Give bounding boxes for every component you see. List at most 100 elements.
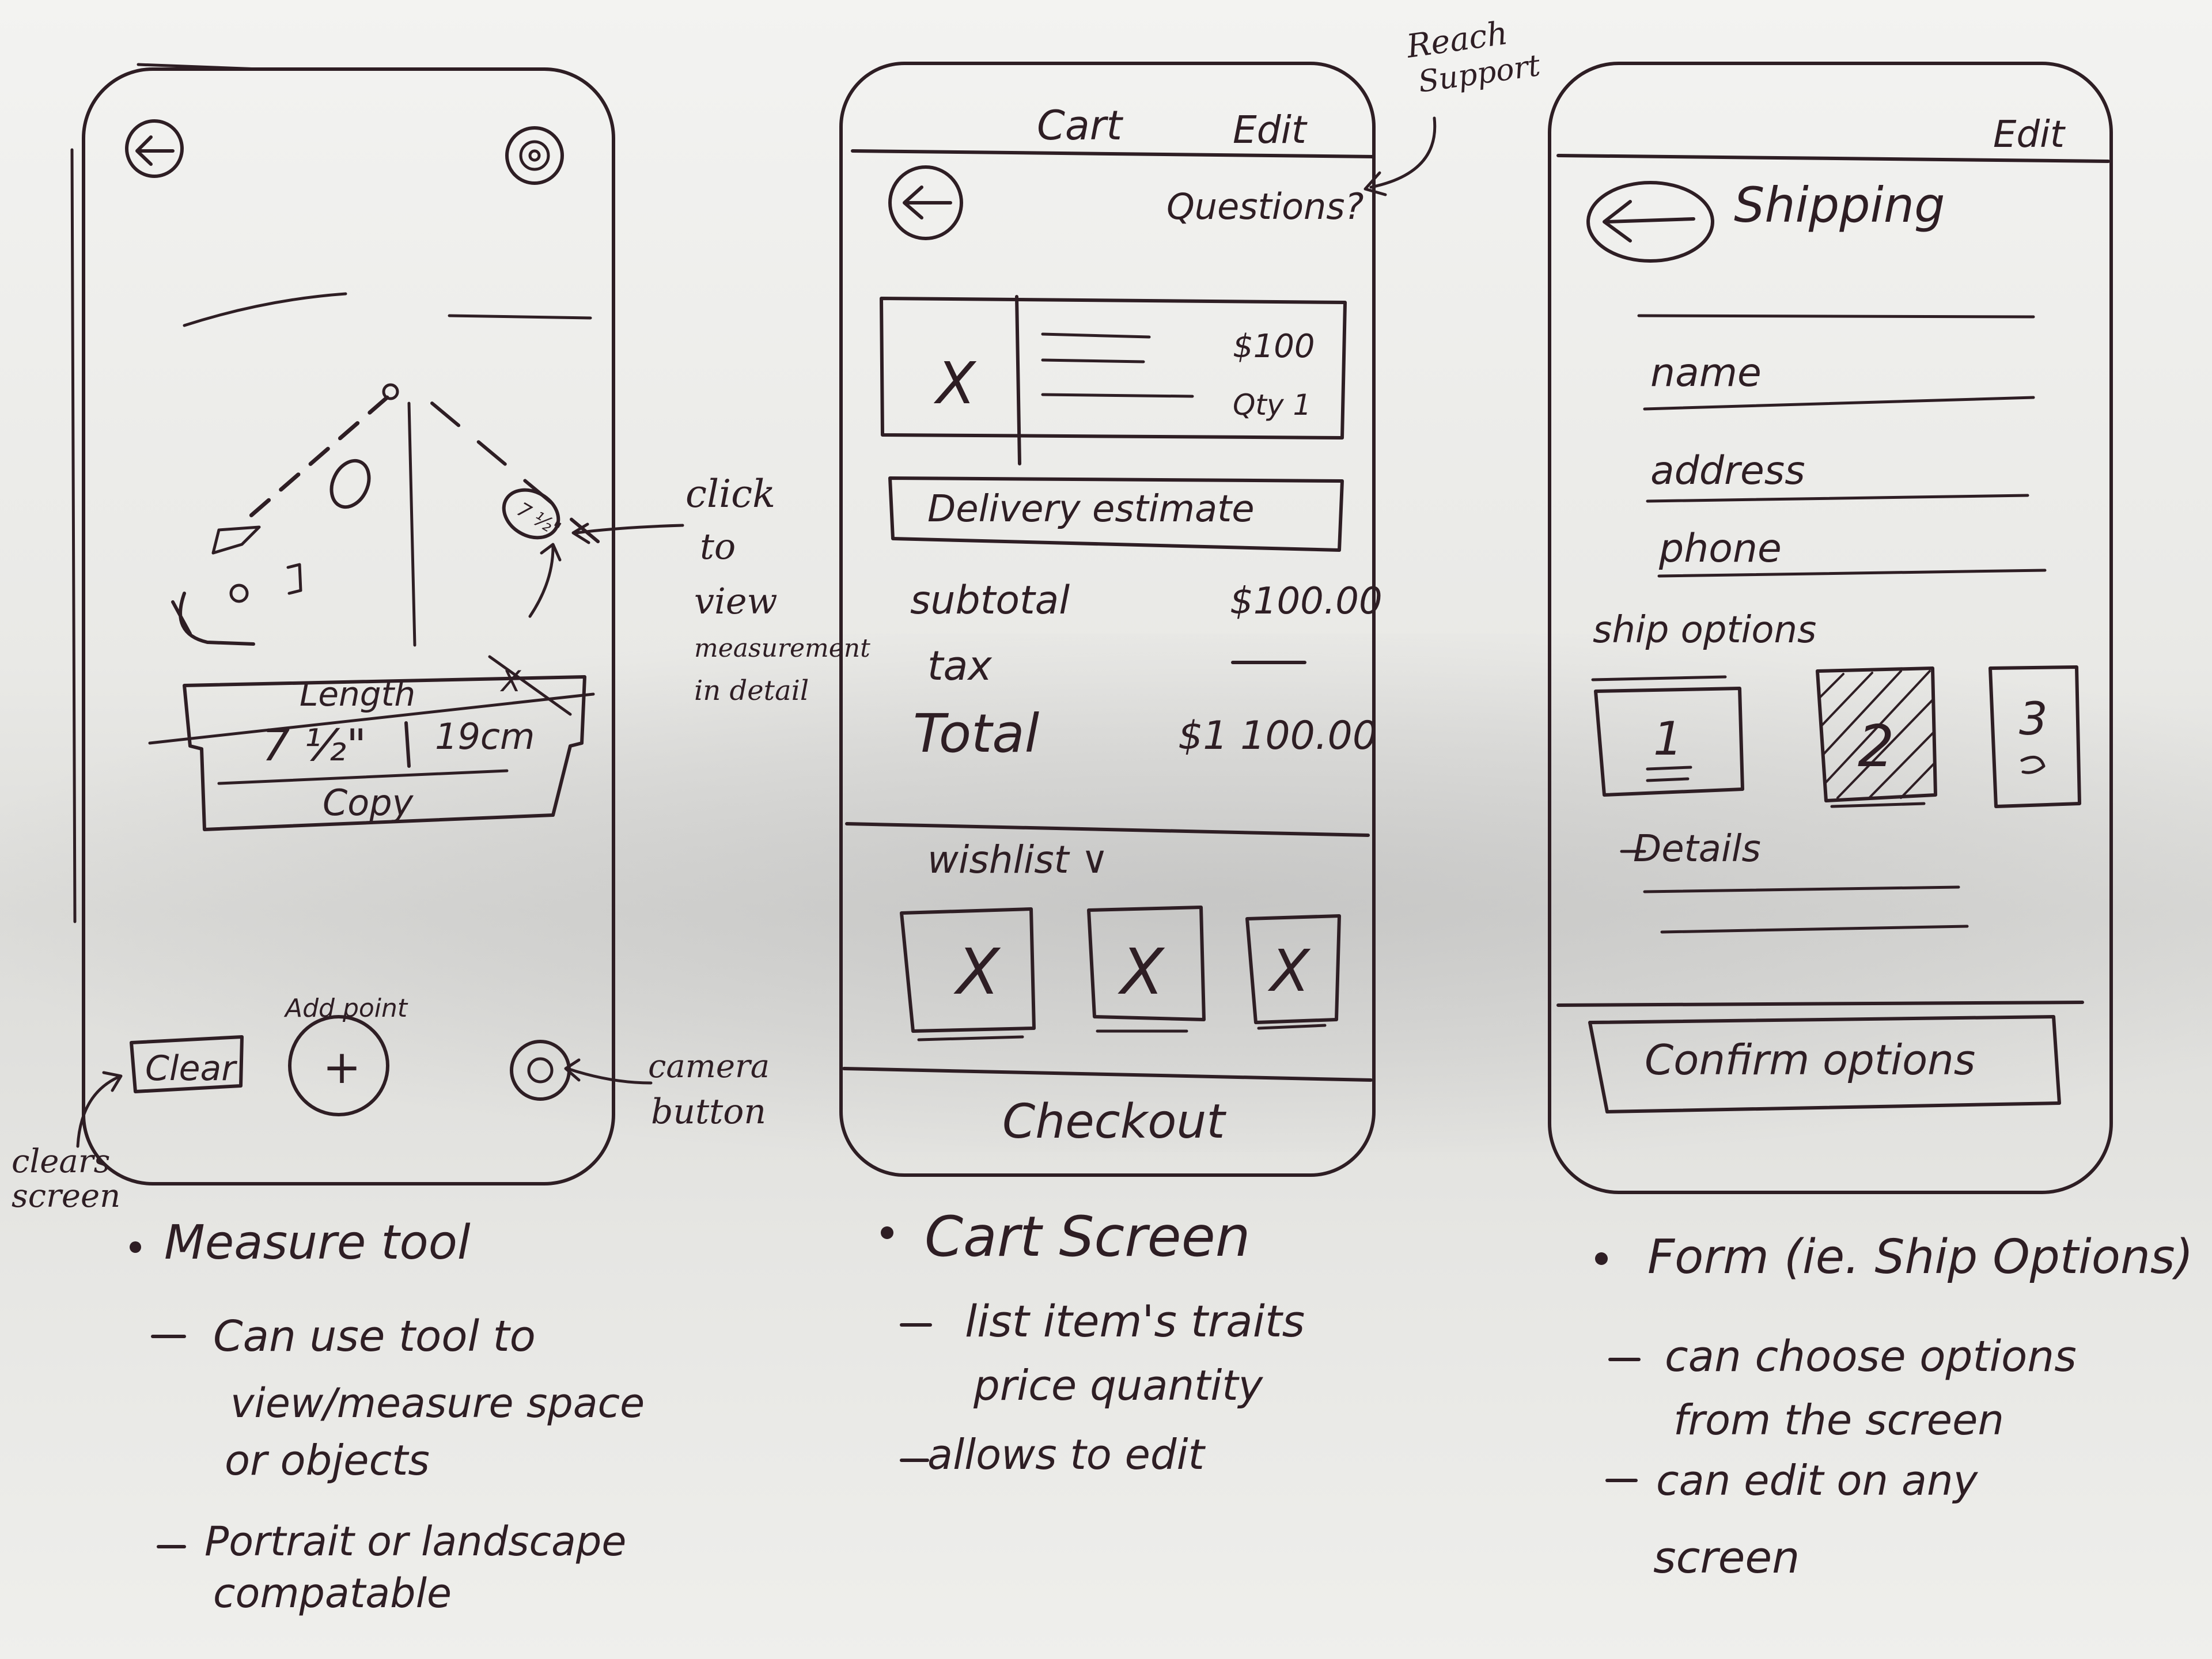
shipping-notes: Form (ie. Ship Options) can choose optio… — [1595, 1230, 2194, 1583]
name-field-label: name — [1650, 350, 1762, 396]
item-image-placeholder: X — [933, 350, 977, 417]
measure-back-button[interactable] — [125, 119, 184, 178]
svg-text:list item's traits: list item's traits — [965, 1296, 1305, 1347]
cart-notes-title: Cart Screen — [925, 1205, 1251, 1269]
clear-button[interactable]: Clear — [130, 1035, 244, 1093]
item-price: $100 — [1233, 328, 1315, 365]
svg-text:compatable: compatable — [213, 1570, 452, 1617]
measure-settings-button[interactable] — [505, 126, 564, 185]
back-arrow-icon — [135, 135, 175, 166]
cart-totals: subtotal $100.00 tax Total $1 100.00 — [910, 578, 1382, 764]
svg-text:measurement: measurement — [694, 634, 870, 663]
measure-screen: 7 ½" Length X 7 ½" 19cm Copy Add point +… — [12, 63, 870, 1617]
length-label: Length — [300, 675, 415, 714]
settings-icon — [505, 126, 564, 185]
checkout-button[interactable]: Checkout — [1002, 1094, 1226, 1149]
shipping-screen: Edit Shipping name address phone ship op… — [1548, 62, 2194, 1583]
svg-text:X: X — [1118, 935, 1165, 1009]
svg-text:click: click — [685, 472, 775, 516]
details-toggle[interactable]: Details — [1633, 828, 1761, 870]
length-close-button[interactable]: X — [499, 665, 522, 698]
svg-text:clears: clears — [12, 1143, 110, 1180]
measure-dot-icon — [329, 459, 371, 509]
rotate-icon — [171, 592, 255, 646]
name-field[interactable]: name — [1643, 350, 2035, 411]
camera-button[interactable] — [510, 1040, 571, 1101]
wishlist-toggle[interactable]: wishlist ∨ — [927, 838, 1109, 882]
copy-button[interactable]: Copy — [323, 782, 414, 824]
add-button-glyph: + — [323, 1040, 361, 1094]
svg-text:screen: screen — [1653, 1532, 1800, 1583]
delivery-estimate[interactable]: Delivery estimate — [888, 476, 1344, 552]
measurement-canvas[interactable]: 7 ½" — [171, 383, 607, 647]
length-inches-value: 7 ½" — [262, 719, 366, 771]
back-arrow-icon — [903, 185, 952, 219]
measure-notes: Measure tool Can use tool to view/measur… — [130, 1215, 645, 1617]
svg-text:can choose options: can choose options — [1665, 1332, 2077, 1381]
svg-text:2: 2 — [1858, 713, 1895, 780]
ship-option-2-selected[interactable]: 2 — [1816, 666, 1937, 808]
svg-text:X: X — [953, 935, 1001, 1009]
camera-annotation: camera button — [648, 1048, 770, 1132]
shipping-back-button[interactable] — [1586, 181, 1714, 263]
svg-text:from the screen: from the screen — [1673, 1396, 2004, 1444]
cart-notes: Cart Screen list item's traits price qua… — [881, 1205, 1305, 1479]
cart-back-button[interactable] — [888, 165, 963, 240]
measurement-bubble-icon[interactable] — [495, 480, 567, 547]
svg-text:screen: screen — [12, 1177, 120, 1215]
wishlist-item[interactable]: X — [1087, 906, 1206, 1033]
address-field-label: address — [1650, 448, 1805, 494]
svg-text:to: to — [700, 525, 736, 567]
click-annotation: click to view measurement in detail — [685, 472, 870, 707]
svg-text:view: view — [694, 580, 778, 622]
svg-text:view/measure space: view/measure space — [230, 1380, 645, 1427]
questions-link[interactable]: Questions? — [1166, 185, 1364, 228]
back-circle-icon — [1586, 181, 1714, 263]
svg-text:X: X — [1267, 937, 1311, 1005]
address-field[interactable]: address — [1646, 448, 2029, 503]
wishlist-item[interactable]: X — [900, 907, 1036, 1041]
subtotal-value: $100.00 — [1230, 580, 1382, 623]
length-cm-value: 19cm — [435, 715, 535, 757]
phone-field[interactable]: phone — [1657, 526, 2047, 578]
tax-label: tax — [927, 642, 992, 690]
confirm-options-label: Confirm options — [1645, 1036, 1975, 1084]
measure-notes-title: Measure tool — [164, 1215, 471, 1270]
cart-item-card[interactable]: X $100 Qty 1 — [880, 295, 1347, 465]
cart-tab[interactable]: Cart — [1037, 102, 1124, 149]
back-arrow-icon — [1603, 200, 1695, 243]
clear-button-label: Clear — [145, 1048, 237, 1089]
svg-text:in detail: in detail — [694, 675, 809, 707]
svg-text:camera: camera — [648, 1048, 770, 1085]
total-label: Total — [913, 703, 1040, 764]
measure-phone-frame — [82, 67, 615, 1185]
svg-text:price quantity: price quantity — [973, 1361, 1264, 1410]
cart-screen: Cart Edit Questions? Reach Support X $10… — [839, 14, 1543, 1479]
ship-option-3[interactable]: 3 — [1988, 665, 2081, 808]
svg-text:Can use tool to: Can use tool to — [213, 1312, 536, 1361]
shipping-phone-frame — [1548, 62, 2113, 1194]
back-circle-icon — [125, 119, 184, 178]
cart-phone-frame — [839, 62, 1376, 1177]
ship-option-1[interactable]: 1 — [1591, 675, 1744, 797]
ship-options-label: ship options — [1593, 609, 1816, 652]
shipping-notes-title: Form (ie. Ship Options) — [1647, 1230, 2194, 1285]
reach-support-annotation: Reach Support — [1404, 14, 1543, 100]
add-circle-icon — [288, 1015, 389, 1116]
add-point-button[interactable]: + — [288, 1015, 389, 1116]
total-value: $1 100.00 — [1178, 713, 1377, 759]
delivery-estimate-label: Delivery estimate — [927, 488, 1255, 531]
subtotal-label: subtotal — [910, 578, 1070, 623]
svg-text:Portrait or landscape: Portrait or landscape — [204, 1518, 626, 1565]
svg-text:3: 3 — [2019, 694, 2048, 745]
cart-edit-tab[interactable]: Edit — [1233, 108, 1308, 152]
svg-text:allows to edit: allows to edit — [927, 1430, 1206, 1479]
item-quantity[interactable]: Qty 1 — [1233, 388, 1311, 422]
shipping-edit-tab[interactable]: Edit — [1993, 113, 2066, 156]
wishlist-item[interactable]: X — [1245, 914, 1341, 1030]
confirm-options-button[interactable]: Confirm options — [1588, 1015, 2061, 1113]
shipping-title: Shipping — [1734, 177, 1945, 233]
svg-text:1: 1 — [1653, 712, 1683, 766]
svg-text:can edit on any: can edit on any — [1656, 1456, 1979, 1505]
